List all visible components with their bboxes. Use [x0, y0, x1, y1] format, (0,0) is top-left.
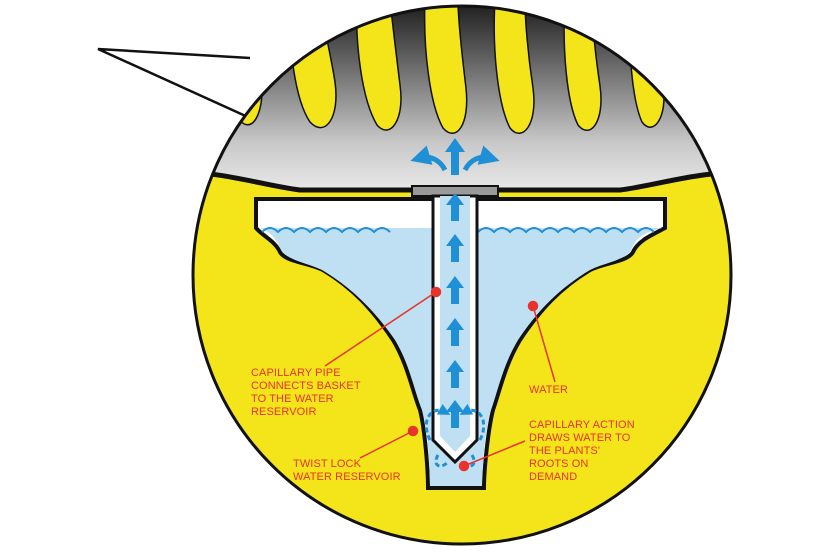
label-line: WATER RESERVOIR — [293, 471, 401, 483]
label-water: WATER — [529, 384, 568, 396]
callout-pointer — [97, 47, 251, 120]
label-capillary-pipe: CAPILLARY PIPE CONNECTS BASKET TO THE WA… — [251, 367, 364, 418]
planter-circle-outline — [191, 4, 733, 546]
release-arrows — [410, 145, 500, 172]
label-line: TWIST LOCK — [293, 458, 362, 470]
label-line: WATER — [529, 384, 568, 396]
water-surface — [261, 227, 655, 234]
label-line: CONNECTS BASKET — [251, 380, 361, 392]
label-line: CAPILLARY PIPE — [251, 367, 341, 379]
label-line: THE PLANTS' — [529, 445, 600, 457]
label-line: DEMAND — [529, 471, 577, 483]
label-line: DRAWS WATER TO — [529, 432, 631, 444]
label-line: RESERVOIR — [251, 406, 317, 418]
label-line: ROOTS ON — [529, 458, 588, 470]
label-capillary-action: CAPILLARY ACTION DRAWS WATER TO THE PLAN… — [529, 419, 638, 483]
label-line: TO THE WATER — [251, 393, 334, 405]
label-twist-lock: TWIST LOCK WATER RESERVOIR — [293, 458, 401, 483]
label-line: CAPILLARY ACTION — [529, 419, 635, 431]
leader-lines — [324, 286, 556, 472]
upward-arrows — [445, 138, 465, 428]
